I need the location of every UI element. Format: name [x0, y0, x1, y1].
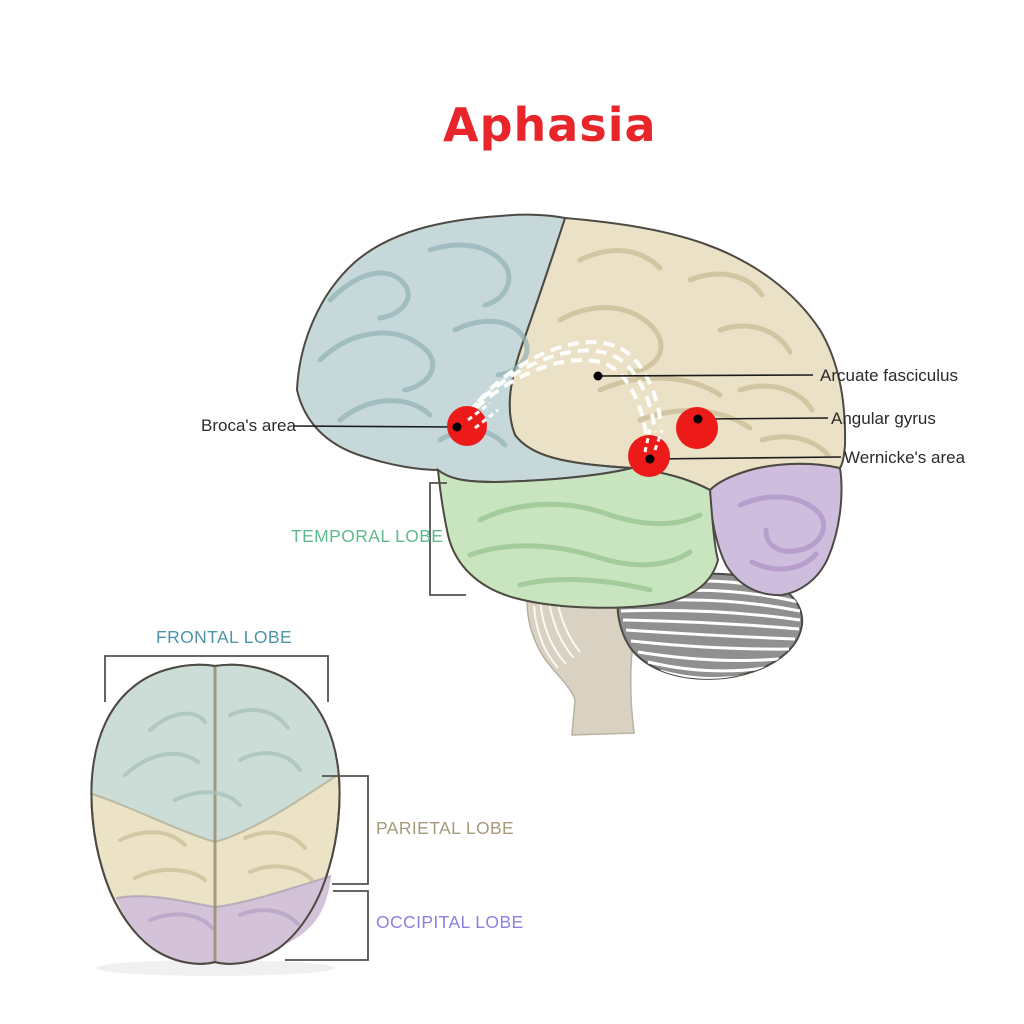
- arcuate-fasciculus-pathway: [461, 340, 663, 441]
- label-parietal-lobe: PARIETAL LOBE: [376, 818, 515, 838]
- page-title: Aphasia: [443, 98, 657, 152]
- topview-occipital-gyri: [148, 908, 300, 930]
- pathway-end-dashes: [467, 401, 664, 453]
- label-frontal-lobe: FRONTAL LOBE: [156, 627, 293, 647]
- top-brain-view: [90, 655, 369, 976]
- label-wernickes-area: Wernicke's area: [844, 448, 966, 467]
- label-brocas-area: Broca's area: [201, 416, 296, 435]
- occipital-lobe-bracket: [285, 890, 369, 961]
- brain-shadow: [95, 960, 335, 976]
- temporal-gyri-lines: [467, 501, 703, 593]
- temporal-lobe-region: [436, 466, 720, 609]
- temporal-lobe-bracket: [429, 482, 466, 596]
- angular-gyrus-marker: [676, 407, 718, 449]
- label-angular-gyrus: Angular gyrus: [831, 409, 936, 428]
- label-anchor-dots: [452, 371, 703, 464]
- parietal-lobe-bracket: [322, 775, 369, 885]
- label-occipital-lobe: OCCIPITAL LOBE: [376, 912, 524, 932]
- brocas-area-marker: [447, 406, 487, 446]
- topview-outline: [90, 663, 341, 965]
- label-leader-lines: [292, 374, 842, 460]
- label-temporal-lobe: TEMPORAL LOBE: [291, 526, 444, 546]
- topview-frontal-gyri: [123, 707, 302, 807]
- topview-parietal-gyri: [118, 830, 314, 882]
- frontal-lobe-region: [295, 213, 633, 484]
- parietal-lobe-region: [508, 216, 847, 492]
- occipital-gyri-lines: [737, 494, 826, 572]
- topview-occipital-region: [116, 876, 331, 964]
- frontal-lobe-bracket: [104, 655, 329, 702]
- label-arcuate-fasciculus: Arcuate fasciculus: [820, 366, 958, 385]
- lateral-brain-view: [292, 213, 847, 736]
